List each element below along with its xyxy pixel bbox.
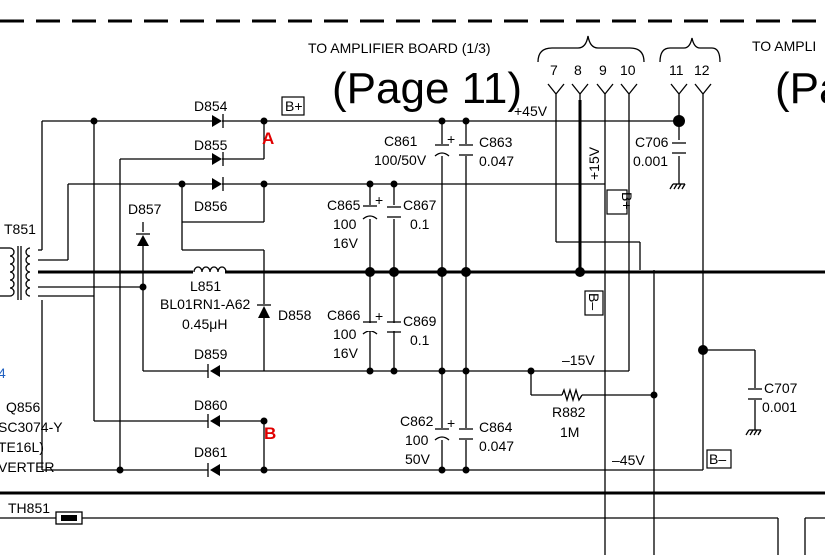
label-l851: L851 [190,278,221,294]
label-c866-v2: 16V [333,345,359,361]
pin-label-12: 12 [694,62,710,78]
label-q856: Q856 [6,399,40,415]
connector-pins [547,83,712,100]
to-amplifier-label: TO AMPLIFIER BOARD (1/3) [308,40,491,56]
pin-label-7: 7 [550,62,558,78]
capacitor-c867 [387,206,401,218]
diode-d854 [212,114,224,128]
label-c707-value: 0.001 [762,399,797,415]
net-flag-box-bplus-side [606,189,628,215]
capacitor-c863 [459,144,473,156]
label-l851-value: 0.45μH [182,316,227,332]
label-c864: C864 [479,419,513,435]
label-c866-v1: 100 [333,326,357,342]
net-flag-box-bminus-bottom [706,449,732,469]
label-c861: C861 [384,133,418,149]
pin-label-11: 11 [669,62,684,78]
label-l851-part: BL01RN1-A62 [160,296,250,312]
label-c862-v2: 50V [405,451,431,467]
label-q856-role: VERTER [0,459,55,475]
resistor-r882 [561,387,583,403]
label-d860: D860 [194,397,228,413]
label-c865-v1: 100 [333,216,357,232]
label-c706: C706 [635,134,669,150]
capacitor-c706 [669,142,686,190]
test-point-b: B [264,424,276,443]
net-flag-box-bplus-top [281,96,305,116]
label-c867-value: 0.1 [410,216,430,232]
label-q856-part: SC3074-Y [0,419,63,435]
test-point-a: A [262,129,274,148]
capacitor-c866: + [362,308,383,335]
net-label-pos45: +45V [514,103,548,119]
label-d857: D857 [128,201,162,217]
capacitor-c861: + [434,131,455,157]
label-c863-value: 0.047 [479,153,514,169]
net-flag-bplus: B+ [285,98,303,114]
net-label-pos15: +15V [586,146,602,180]
label-c863: C863 [479,134,513,150]
label-d858: D858 [278,307,312,323]
svg-text:+: + [447,131,455,147]
page-reference-cut: (Pa [775,64,825,113]
net-flag-bplus-vertical: B+ [619,192,635,210]
junction-dots [90,115,708,474]
inductor-l851 [193,265,227,279]
net-label-neg45: –45V [612,452,645,468]
transformer-t851 [0,246,31,300]
label-c862: C862 [400,413,434,429]
page-reference: (Page 11) [332,64,522,113]
label-c861-value: 100/50V [374,152,427,168]
label-th851: TH851 [8,500,50,516]
label-d854: D854 [194,98,228,114]
diode-d861 [207,463,220,477]
label-r882-value: 1M [560,424,579,440]
label-c864-value: 0.047 [479,438,514,454]
label-d855: D855 [194,137,228,153]
pin-label-9: 9 [599,62,607,78]
diode-d860 [207,414,220,428]
capacitor-c869 [387,321,401,333]
label-c862-v1: 100 [405,432,429,448]
net-flag-bminus-vertical: B– [586,293,602,310]
diode-d858 [257,304,271,318]
net-flag-bminus: B– [709,451,726,467]
wiring [0,100,825,555]
label-c866: C866 [327,307,361,323]
net-label-neg15: –15V [562,352,595,368]
connector-brace-left [537,35,645,63]
label-c867: C867 [403,197,437,213]
svg-text:+: + [375,192,383,208]
capacitor-c862: + [434,415,455,441]
diode-d859 [207,364,220,378]
label-c869-value: 0.1 [410,332,430,348]
label-d861: D861 [194,444,228,460]
to-amplifier-label-cut: TO AMPLI [752,38,816,54]
label-c706-value: 0.001 [633,153,668,169]
pin-label-10: 10 [620,62,636,78]
svg-text:+: + [375,308,383,324]
edge-digit: 4 [0,365,6,381]
label-d859: D859 [194,346,228,362]
label-c869: C869 [403,313,437,329]
label-t851: T851 [4,221,36,237]
label-d856: D856 [194,198,228,214]
thermistor-th851 [55,511,83,525]
pin-label-8: 8 [574,62,582,78]
svg-text:+: + [447,415,455,431]
diode-d855 [212,152,224,166]
label-c865-v2: 16V [333,235,359,251]
label-c707: C707 [764,380,798,396]
capacitor-c864 [459,428,473,440]
label-q856-package: TE16L) [0,439,44,455]
connector-brace-right [659,37,721,63]
capacitor-c707 [745,388,762,436]
label-r882: R882 [552,404,586,420]
diode-d856 [212,177,224,191]
capacitor-c865: + [362,192,383,220]
diode-d857 [136,233,150,246]
label-c865: C865 [327,197,361,213]
net-flag-box-bminus-side [584,290,604,316]
